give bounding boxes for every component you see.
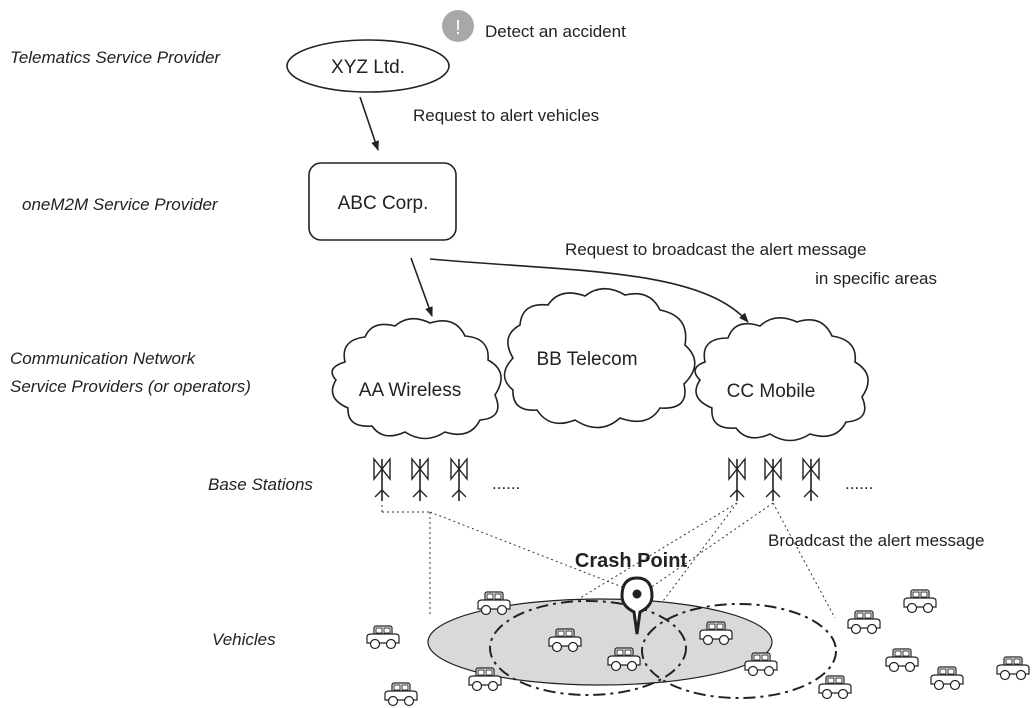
base-station-antenna-icon <box>411 458 429 502</box>
operator-label-bb-telecom: BB Telecom <box>536 349 637 370</box>
vehicle-icon <box>885 648 919 673</box>
base-station-antenna-icon <box>450 458 468 502</box>
operator-cloud-cc-mobile <box>694 317 869 442</box>
base-station-antenna-icon <box>728 458 746 502</box>
alert-badge-icon <box>442 10 474 42</box>
request-broadcast-note-line1: Request to broadcast the alert message <box>565 240 866 259</box>
broadcast-note: Broadcast the alert message <box>768 531 984 550</box>
crash-alert-area <box>427 598 773 686</box>
operator-cloud-aa-wireless <box>331 317 502 440</box>
request-alert-note: Request to alert vehicles <box>413 106 599 125</box>
vehicle-icon <box>818 675 852 700</box>
role-label-vehicles: Vehicles <box>212 630 276 649</box>
cell-coverage-area <box>489 600 687 696</box>
role-label-telematics: Telematics Service Provider <box>10 48 221 67</box>
role-label-base-stations: Base Stations <box>208 475 313 494</box>
vehicle-icon <box>384 682 418 707</box>
base-station-antenna-icon <box>764 458 782 502</box>
base-station-ellipsis-right: ...... <box>845 474 873 493</box>
role-label-cnsp-line1: Communication Network <box>10 349 197 368</box>
telematics-provider-node <box>286 39 450 93</box>
telematics-provider-label: XYZ Ltd. <box>331 57 405 78</box>
coverage-guide-lines <box>381 502 836 619</box>
operator-cloud-bb-telecom <box>503 287 696 429</box>
vehicle-icon <box>847 610 881 635</box>
base-station-antenna-icon <box>373 458 391 502</box>
role-label-cnsp-line2: Service Providers (or operators) <box>10 377 251 396</box>
vehicle-icon <box>996 656 1030 681</box>
arrow-telematics-to-onem2m <box>359 96 379 151</box>
alert-badge-mark: ! <box>455 17 461 39</box>
role-label-onem2m: oneM2M Service Provider <box>22 195 219 214</box>
request-broadcast-note-line2: in specific areas <box>815 269 937 288</box>
base-station-antenna-icon <box>802 458 820 502</box>
arrow-onem2m-to-aa-wireless <box>410 257 433 317</box>
crash-point-pin-icon <box>620 576 654 635</box>
crash-point-label: Crash Point <box>575 550 688 572</box>
operator-label-aa-wireless: AA Wireless <box>359 380 461 401</box>
onem2m-provider-label: ABC Corp. <box>338 193 429 214</box>
onem2m-provider-node <box>308 162 457 241</box>
vehicle-icon <box>366 625 400 650</box>
operator-label-cc-mobile: CC Mobile <box>727 381 816 402</box>
cell-coverage-area <box>641 603 837 699</box>
base-station-ellipsis-left: ...... <box>492 474 520 493</box>
vehicle-icon <box>903 589 937 614</box>
arrow-onem2m-to-cc-mobile <box>429 258 749 323</box>
detect-accident-note: Detect an accident <box>485 22 626 41</box>
vehicle-icon <box>930 666 964 691</box>
